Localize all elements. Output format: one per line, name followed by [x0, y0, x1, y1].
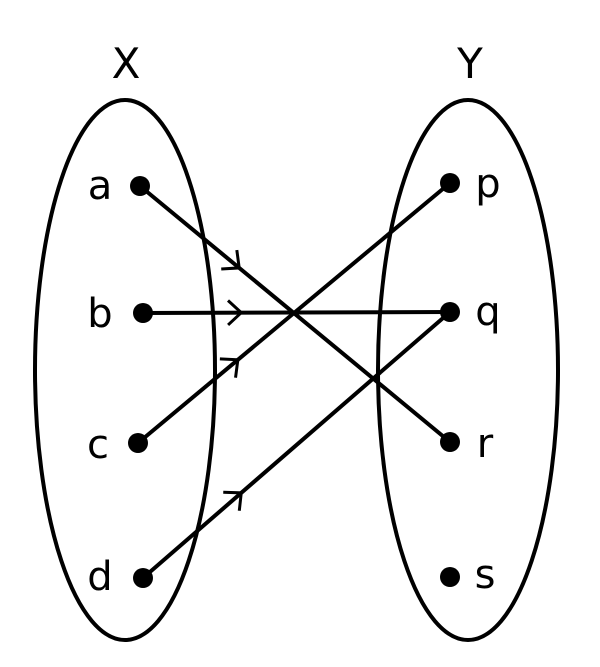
- element-label-q: q: [475, 289, 500, 335]
- element-dot-c: [128, 433, 148, 453]
- set-x-label: X: [112, 39, 141, 88]
- element-label-p: p: [475, 161, 500, 207]
- element-dot-q: [440, 302, 460, 322]
- element-dot-s: [440, 567, 460, 587]
- element-label-d: d: [87, 554, 112, 600]
- mapping-arrows: [136, 181, 452, 580]
- arrow-c-to-p: [136, 181, 452, 445]
- element-label-b: b: [87, 291, 112, 337]
- element-label-a: a: [88, 163, 113, 209]
- set-x-oval: [33, 98, 217, 642]
- element-dot-b: [133, 303, 153, 323]
- set-y-label: Y: [456, 39, 483, 88]
- element-label-c: c: [87, 422, 109, 468]
- element-dot-p: [440, 173, 460, 193]
- arrow-d-to-q: [141, 310, 452, 580]
- element-dot-r: [440, 432, 460, 452]
- set-y-elements: p q r s: [475, 161, 501, 598]
- element-label-r: r: [477, 421, 494, 467]
- set-y-oval: [376, 98, 560, 642]
- element-dot-a: [130, 176, 150, 196]
- element-label-s: s: [475, 552, 496, 598]
- element-dots: [128, 173, 460, 588]
- element-dot-d: [133, 568, 153, 588]
- set-x-elements: a b c d: [87, 163, 113, 600]
